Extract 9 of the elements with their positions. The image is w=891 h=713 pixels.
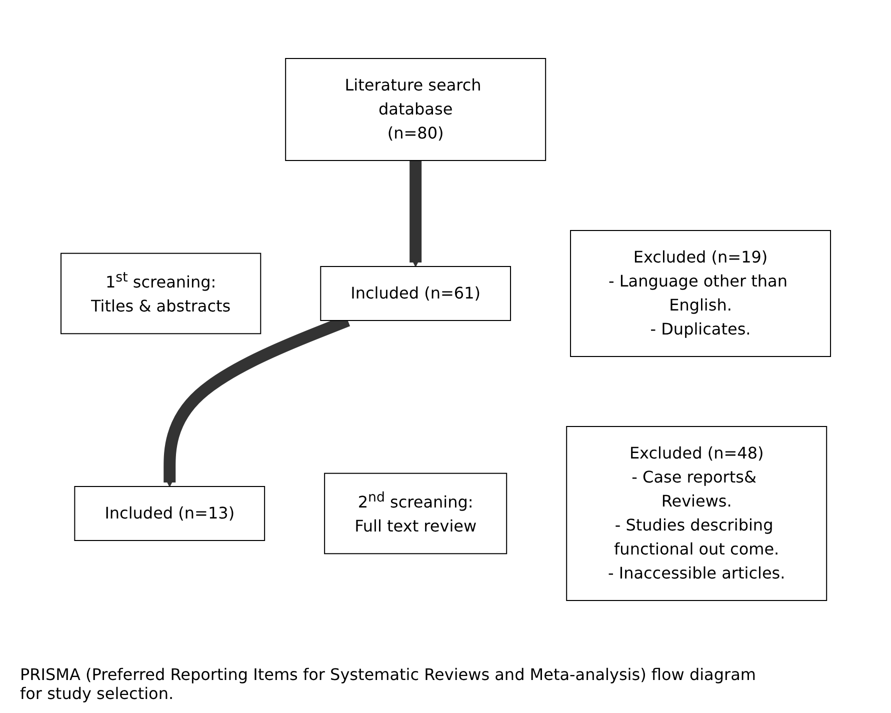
node-box: Included (n=13)	[74, 486, 265, 541]
arrow	[409, 160, 422, 267]
node-box: 2$^{nd}$ screaning: Full text review	[324, 472, 507, 554]
node-box: Included (n=61)	[320, 266, 511, 321]
node-box: 1$^{st}$ screaning: Titles & abstracts	[60, 252, 261, 334]
node-box: Excluded (n=48) - Case reports& Reviews. - Studies describing functional out come. - Inaccessible articles.	[566, 426, 827, 601]
caption: PRISMA (Preferred Reporting Items for Systematic Reviews and Meta-analysis) flow diagram for study selection.	[19, 664, 757, 705]
node-box: Literature search database (n=80)	[284, 58, 546, 161]
node-box: Excluded (n=19) - Language other than English. - Duplicates.	[570, 230, 831, 357]
